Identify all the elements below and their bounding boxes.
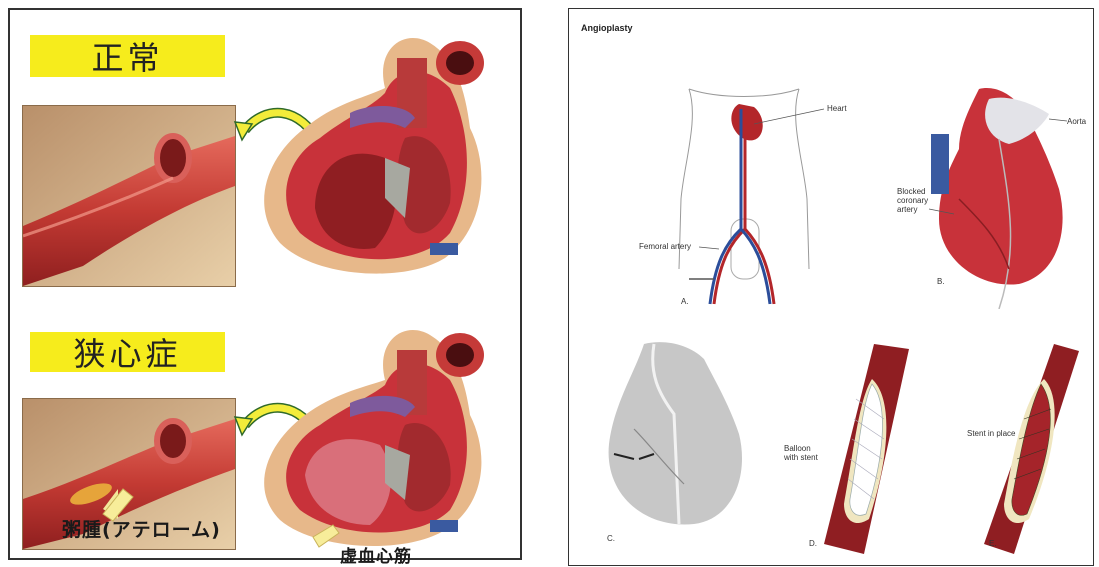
- angina-label: 狭心症: [30, 332, 225, 372]
- aorta-label: Aorta: [1067, 117, 1086, 126]
- blocked-artery-label: Blocked coronary artery: [897, 187, 947, 214]
- figure-a-label: A.: [681, 297, 689, 306]
- figure-b-label: B.: [937, 277, 945, 286]
- heart-label: Heart: [827, 104, 847, 113]
- panel-title: Angioplasty: [581, 23, 633, 33]
- normal-label: 正常: [30, 35, 225, 77]
- angina-heart-image: [255, 315, 520, 555]
- angioplasty-panel: Angioplasty Heart Femoral artery A. Aort…: [568, 8, 1094, 566]
- stent-in-place-figure: [969, 339, 1079, 559]
- normal-heart-image: [255, 18, 520, 283]
- ischemic-myocardium-label: 虚血心筋: [340, 542, 412, 567]
- figure-c-label: C.: [607, 534, 615, 543]
- catheter-heart-figure: [594, 334, 754, 544]
- balloon-stent-figure: [814, 339, 924, 559]
- femoral-artery-label: Femoral artery: [639, 242, 691, 251]
- figure-e-label: E.: [989, 539, 997, 548]
- figure-d-label: D.: [809, 539, 817, 548]
- heart-comparison-panel: 正常: [8, 8, 522, 560]
- body-outline-figure: [629, 69, 859, 309]
- stent-in-place-label: Stent in place: [967, 429, 1015, 438]
- balloon-stent-label: Balloon with stent: [784, 444, 824, 462]
- atheroma-label: 粥腫(アテローム): [62, 515, 221, 542]
- normal-artery-image: [22, 105, 236, 287]
